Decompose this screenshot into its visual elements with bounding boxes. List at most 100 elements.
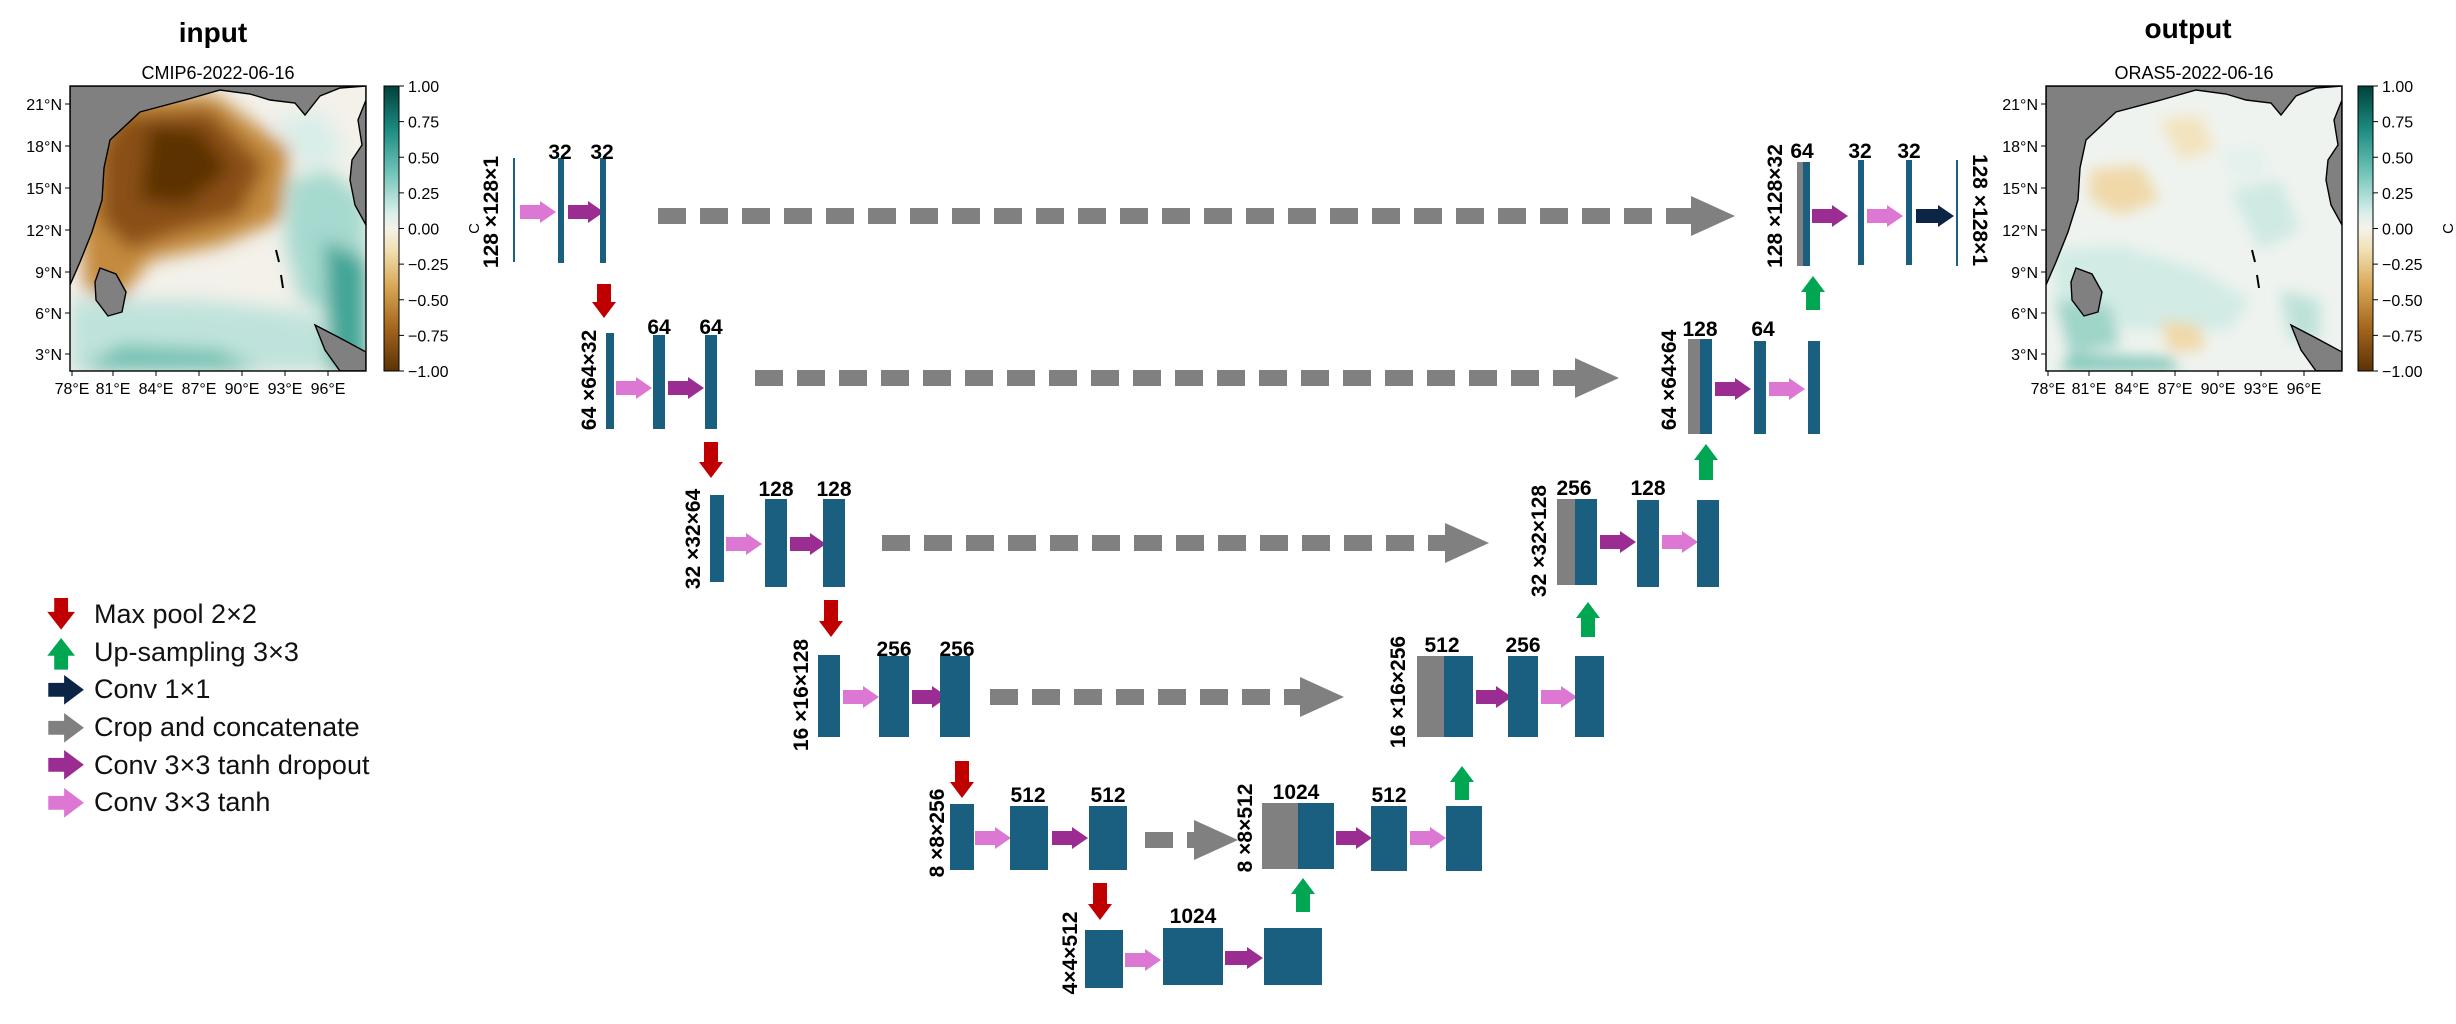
lon-tick-label: 96°E <box>2287 381 2322 398</box>
conv-tanh-arrow <box>726 533 762 555</box>
legend-label: Crop and concatenate <box>94 712 360 743</box>
channel-label-dec-256: 256 <box>1556 477 1591 500</box>
input-map-heading: input <box>179 17 247 48</box>
shape-label-dec2: 64 ×64×64 <box>1658 329 1681 430</box>
feature-block-64-in <box>606 333 614 429</box>
feature-block-256-up <box>1444 656 1473 737</box>
channel-label-dec-64: 64 <box>1790 140 1814 163</box>
feature-block-32b <box>600 158 606 263</box>
channel-label-1024a: 1024 <box>1170 905 1217 928</box>
channel-label-dec-64a: 64 <box>1751 318 1775 341</box>
channel-label-dec-256a: 256 <box>1505 634 1540 657</box>
legend-item-max-pool: Max pool 2×2 <box>44 596 369 634</box>
legend-item-conv1x1: Conv 1×1 <box>44 671 369 709</box>
legend: Max pool 2×2 Up-sampling 3×3 Conv 1×1 Cr… <box>44 596 369 822</box>
channel-label-dec-512: 512 <box>1424 634 1459 657</box>
channel-label-dec-1024: 1024 <box>1273 781 1320 804</box>
lat-tick-label: 6°N <box>2011 306 2038 323</box>
feature-block-64-up <box>1700 339 1712 434</box>
feature-block-dec-32b <box>1906 160 1912 265</box>
colorbar-tick-label: 0.75 <box>2382 115 2413 132</box>
colorbar-tick-label: 0.50 <box>408 150 439 167</box>
lat-tick-label: 15°N <box>2002 181 2038 198</box>
lon-tick-label: 87°E <box>2158 381 2193 398</box>
lon-tick-label: 84°E <box>2115 381 2150 398</box>
input-map-subtitle: CMIP6-2022-06-16 <box>141 63 294 83</box>
legend-label: Conv 3×3 tanh <box>94 787 271 818</box>
colorbar-tick-label: −0.50 <box>2382 293 2423 310</box>
conv-tanh-arrow <box>975 827 1011 849</box>
lon-tick-label: 81°E <box>2072 381 2107 398</box>
feature-block-dec-128a <box>1637 500 1659 587</box>
conv-tanh-arrow <box>1125 949 1161 971</box>
feature-block-dec-512a <box>1371 806 1407 871</box>
shape-label-bottleneck: 4×4×512 <box>1059 912 1082 995</box>
max-pool-arrow <box>699 442 723 478</box>
conv-tanh-dropout-arrow <box>1715 378 1751 400</box>
lat-tick-label: 18°N <box>26 139 62 156</box>
legend-item-conv-tanh: Conv 3×3 tanh <box>44 784 369 822</box>
feature-block-512a <box>1010 806 1048 870</box>
colorbar-unit-label: C <box>466 223 483 234</box>
channel-label-512b: 512 <box>1090 784 1125 807</box>
channel-label-64b: 64 <box>699 316 723 339</box>
legend-label: Conv 3×3 tanh dropout <box>94 749 370 780</box>
feature-block-128a <box>765 499 787 587</box>
colorbar-tick-label: 1.00 <box>408 79 439 96</box>
feature-block-128-up <box>1575 499 1597 585</box>
conv-tanh-dropout-arrow <box>790 533 826 555</box>
conv-tanh-dropout-arrow <box>1812 205 1848 227</box>
up-sampling-arrow <box>1801 276 1825 310</box>
conv-tanh-arrow <box>843 686 879 708</box>
lat-tick-label: 21°N <box>26 97 62 114</box>
output-map-heading: output <box>2144 13 2231 44</box>
conv-tanh-dropout-arrow <box>1476 686 1512 708</box>
feature-block-dec-512b <box>1446 806 1482 871</box>
conv-tanh-arrow <box>1867 205 1903 227</box>
legend-item-crop-concat: Crop and concatenate <box>44 709 369 747</box>
colorbar-tick-label: 0.00 <box>408 222 439 239</box>
channel-label-dec-128a: 128 <box>1630 477 1665 500</box>
legend-label: Conv 1×1 <box>94 674 211 705</box>
lon-tick-label: 90°E <box>2201 381 2236 398</box>
crop-concat-arrowhead <box>1445 523 1489 563</box>
output-land-srilanka <box>2070 267 2103 317</box>
up-sampling-arrow <box>1576 602 1600 637</box>
crop-concat-arrowhead <box>1575 358 1619 398</box>
legend-label: Max pool 2×2 <box>94 599 257 630</box>
conv-tanh-dropout-arrow <box>668 377 704 399</box>
max-pool-arrow <box>592 284 616 318</box>
input-land-india <box>70 86 366 286</box>
shape-label-level1: 128 ×128×1 <box>480 156 503 268</box>
feature-block-32a <box>558 158 564 263</box>
crop-concat-arrow-icon <box>48 712 84 743</box>
up-sampling-arrow <box>1450 766 1474 800</box>
conv-tanh-dropout-arrow <box>912 686 948 708</box>
feature-block-bottleneck-in <box>1085 930 1123 988</box>
max-pool-arrow <box>819 600 843 637</box>
feature-block-64b <box>705 335 717 429</box>
lon-tick-label: 78°E <box>55 381 90 398</box>
output-map-subtitle: ORAS5-2022-06-16 <box>2114 63 2273 83</box>
input-map <box>69 85 367 372</box>
colorbar-tick-label: 1.00 <box>2382 79 2413 96</box>
conv-tanh-arrow <box>1769 378 1805 400</box>
max-pool-arrow <box>950 761 974 798</box>
shape-label-dec4: 16 ×16×256 <box>1387 636 1410 748</box>
conv1x1-arrow <box>1916 205 1954 227</box>
lat-tick-label: 21°N <box>2002 97 2038 114</box>
legend-label: Up-sampling 3×3 <box>94 636 299 667</box>
shape-label-level2: 64 ×64×32 <box>578 330 601 430</box>
feature-block-dec-256a <box>1508 656 1538 737</box>
lat-tick-label: 12°N <box>2002 223 2038 240</box>
lon-tick-label: 81°E <box>96 381 131 398</box>
channel-label-32a: 32 <box>548 141 571 164</box>
output-colorbar: 1.000.750.500.250.00−0.25−0.50−0.75−1.00… <box>2357 79 2456 381</box>
colorbar-tick-label: 0.25 <box>2382 186 2413 203</box>
lat-tick-label: 6°N <box>35 306 62 323</box>
legend-item-up-sampling: Up-sampling 3×3 <box>44 634 369 672</box>
feature-block-1024b <box>1264 928 1322 985</box>
channel-label-512a: 512 <box>1010 784 1045 807</box>
